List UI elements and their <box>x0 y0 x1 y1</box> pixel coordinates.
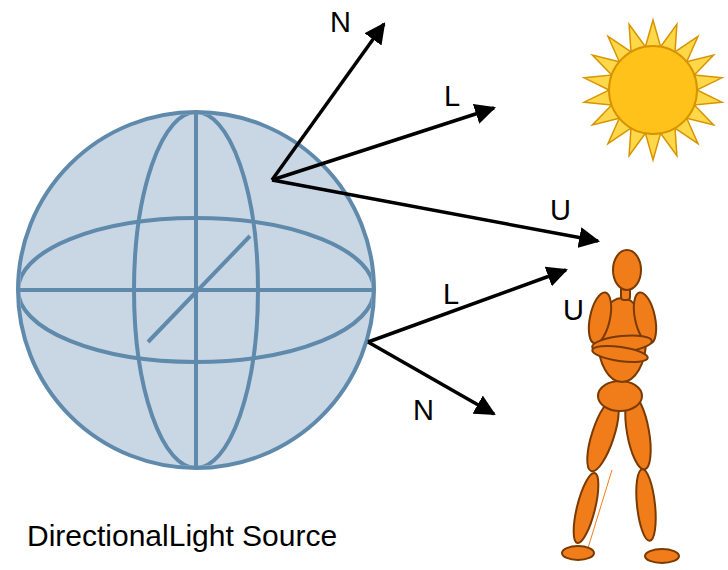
sun-ray <box>584 75 612 90</box>
vector-label: N <box>413 396 434 425</box>
vector-label: L <box>443 280 459 309</box>
sun-ray <box>584 90 612 105</box>
caption-text: DirectionalLight Source <box>27 521 337 551</box>
sun-ray <box>694 75 722 90</box>
viewer-figure <box>562 250 679 563</box>
vector-arrows <box>272 24 598 414</box>
sun-ray <box>645 133 660 160</box>
vector-label: U <box>563 296 584 325</box>
sun-ray <box>645 20 660 47</box>
sun <box>584 20 722 160</box>
vector-label: U <box>550 196 571 225</box>
vector-label: N <box>330 8 351 37</box>
vector-label: L <box>444 82 460 111</box>
sun-ray <box>694 90 722 105</box>
